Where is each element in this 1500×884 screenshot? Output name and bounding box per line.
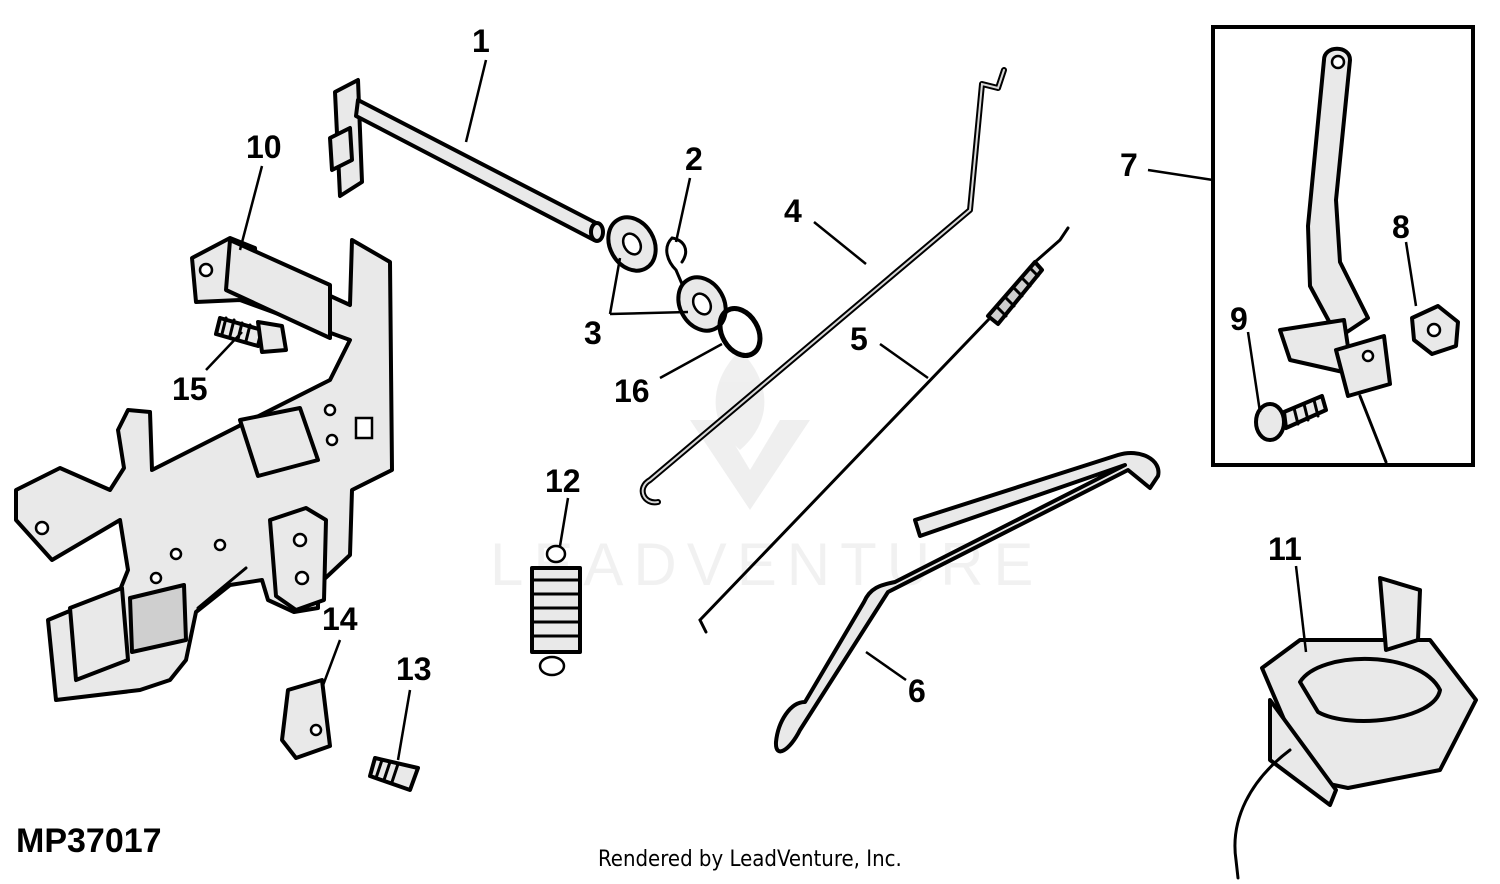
callout-16: 16 xyxy=(614,373,650,409)
part-9-bolt xyxy=(1254,394,1328,442)
part-13-screw xyxy=(368,756,420,792)
callout-8: 8 xyxy=(1392,209,1410,245)
part-2-clip xyxy=(665,236,690,300)
callout-9: 9 xyxy=(1230,301,1248,337)
callout-15: 15 xyxy=(172,371,208,407)
callout-1: 1 xyxy=(472,23,490,59)
callout-5: 5 xyxy=(850,321,868,357)
part-4-rod xyxy=(639,67,1007,506)
inset-box xyxy=(1211,25,1475,467)
part-7-lever xyxy=(1278,46,1392,464)
part-6-bent-rod xyxy=(774,450,1161,754)
callout-13: 13 xyxy=(396,651,432,687)
part-1-shaft xyxy=(328,78,605,243)
callout-7: 7 xyxy=(1120,147,1138,183)
part-16-ring xyxy=(717,306,763,358)
part-10-plate xyxy=(14,236,394,702)
part-15-bolt xyxy=(214,316,288,354)
callout-3: 3 xyxy=(584,315,602,351)
figure-id: MP37017 xyxy=(16,822,162,860)
credit-text: Rendered by LeadVenture, Inc. xyxy=(598,847,902,872)
leader-lines xyxy=(205,59,1418,761)
callout-10: 10 xyxy=(246,129,282,165)
part-12-spring xyxy=(530,544,582,677)
watermark-logo-icon xyxy=(690,350,810,510)
part-11-control xyxy=(1233,576,1478,880)
part-14-clip xyxy=(280,678,332,760)
part-8-nut xyxy=(1410,304,1460,356)
callout-6: 6 xyxy=(908,673,926,709)
callout-2: 2 xyxy=(685,141,703,177)
callouts: 1 2 3 4 5 6 7 8 9 10 11 12 13 14 15 16 xyxy=(172,23,1410,709)
callout-12: 12 xyxy=(545,463,581,499)
part-5-cable xyxy=(698,226,1070,634)
callout-14: 14 xyxy=(322,601,358,637)
part-3-washers xyxy=(606,215,728,333)
callout-4: 4 xyxy=(784,193,802,229)
callout-11: 11 xyxy=(1268,531,1302,567)
